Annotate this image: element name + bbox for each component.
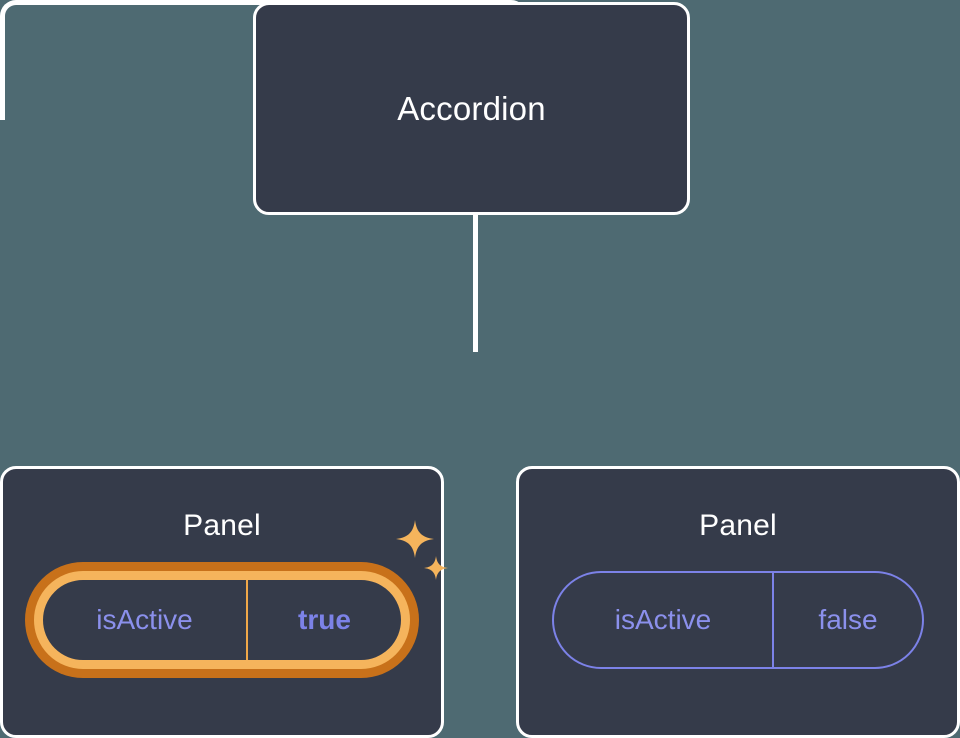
connector-trunk	[473, 214, 478, 352]
prop-pill-wrapper: isActive false	[552, 571, 924, 669]
node-panel-inactive[interactable]: Panel isActive false	[516, 466, 960, 738]
node-panel-active[interactable]: Panel isActive true	[0, 466, 448, 738]
prop-value: false	[818, 604, 878, 635]
node-title: Panel	[183, 509, 261, 542]
sparkle-icon	[396, 520, 434, 558]
prop-key: isActive	[43, 580, 248, 660]
node-title: Panel	[699, 509, 777, 542]
prop-pill-isactive-true[interactable]: isActive true	[34, 571, 410, 669]
node-accordion[interactable]: Accordion	[253, 2, 690, 215]
prop-pill-isactive-false[interactable]: isActive false	[552, 571, 924, 669]
sparkle-group	[394, 519, 454, 591]
prop-value: true	[298, 604, 351, 635]
sparkle-icon	[424, 556, 448, 580]
prop-key: isActive	[554, 573, 774, 667]
node-title: Accordion	[397, 90, 546, 127]
prop-pill-wrapper: isActive true	[34, 520, 448, 669]
